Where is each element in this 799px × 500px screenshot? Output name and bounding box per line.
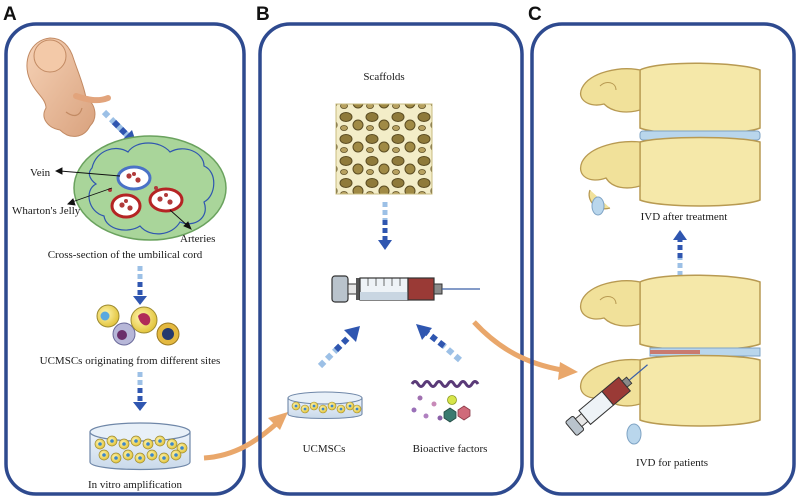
amplification-label: In vitro amplification — [88, 479, 183, 491]
spine-after-treatment — [580, 62, 761, 216]
spine-patients — [579, 274, 761, 445]
ucmscs-cells — [96, 304, 180, 346]
panel-c: C IVD after treatment — [528, 4, 796, 496]
ucmscs-label: UCMSCs — [303, 443, 346, 455]
arrow-cord-to-cells — [133, 266, 147, 305]
culture-dish-a — [89, 422, 191, 471]
culture-dish-b — [287, 391, 363, 420]
curve-arrow-a-to-b — [203, 412, 288, 461]
panel-c-frame — [530, 22, 796, 496]
panel-a-frame — [4, 22, 246, 496]
arteries-label: Arteries — [180, 233, 215, 245]
arrow-factors-to-syringe — [416, 324, 462, 363]
bioactive-factors-label: Bioactive factors — [413, 443, 488, 455]
panel-a-letter: A — [3, 4, 17, 25]
syringe-c — [565, 364, 648, 436]
syringe-b — [331, 275, 480, 303]
arrow-scaffold-to-syringe — [378, 202, 392, 250]
panel-a: A — [3, 4, 246, 496]
umbilical-cord-cross-section — [73, 135, 227, 241]
ucmscs-sites-label: UCMSCs originating from different sites — [40, 355, 221, 367]
arrow-patients-to-after — [673, 230, 687, 276]
curve-arrow-b-to-c — [472, 320, 578, 380]
fetus-illustration — [26, 37, 111, 137]
cord-label-pointers — [54, 167, 192, 230]
bioactive-factors — [410, 380, 480, 423]
ivd-after-treatment-label: IVD after treatment — [641, 211, 728, 223]
ivd-patients-label: IVD for patients — [636, 457, 708, 469]
artery-right — [148, 187, 184, 213]
panel-b: B Scaffolds — [256, 4, 524, 496]
panel-c-letter: C — [528, 4, 542, 25]
scaffold-block — [335, 103, 433, 195]
panel-b-frame — [258, 22, 524, 496]
vein-label: Vein — [30, 167, 51, 179]
artery-left — [110, 193, 142, 219]
whartons-jelly-label: Wharton's Jelly — [12, 205, 81, 217]
arrow-cells-to-dish — [133, 372, 147, 411]
panel-b-letter: B — [256, 4, 270, 25]
vein — [116, 165, 152, 191]
scaffolds-label: Scaffolds — [363, 71, 404, 83]
arrow-ucmscs-to-syringe — [317, 326, 360, 369]
cross-section-label: Cross-section of the umbilical cord — [48, 249, 203, 261]
